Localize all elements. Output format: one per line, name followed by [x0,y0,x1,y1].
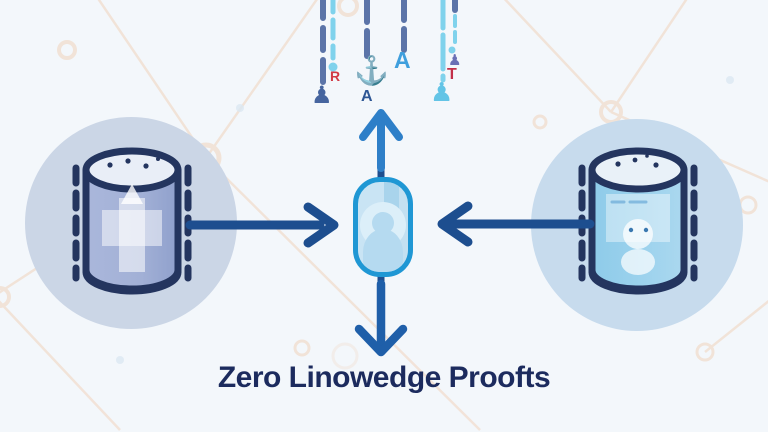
person-silhouette-body [363,229,403,272]
tag-letter-t: T [447,66,457,83]
person-silhouette-icon [372,212,394,234]
right-database-cylinder-icon [578,147,698,295]
top-dots [107,157,160,169]
tag-letter-a-sky: A [394,47,411,73]
page-title: Zero Linowedge Proofts [217,361,551,394]
tag-letter-a-navy: A [361,88,373,105]
left-database-cylinder-icon [72,147,192,295]
hanging-lines [320,0,458,89]
lock-cross-silhouette [102,184,162,272]
identity-capsule-icon [353,177,413,277]
tag-letter-r: R [330,68,341,84]
person-icon: ♟ [430,77,454,107]
dot-icon [328,62,338,72]
dot-icon [448,46,456,54]
person-icon: ♟ [311,82,333,109]
anchor-icon: ⚓ [354,55,389,86]
top-dots [615,154,659,168]
face-silhouette [606,194,670,275]
pawn-icon: ♟ [448,52,462,69]
